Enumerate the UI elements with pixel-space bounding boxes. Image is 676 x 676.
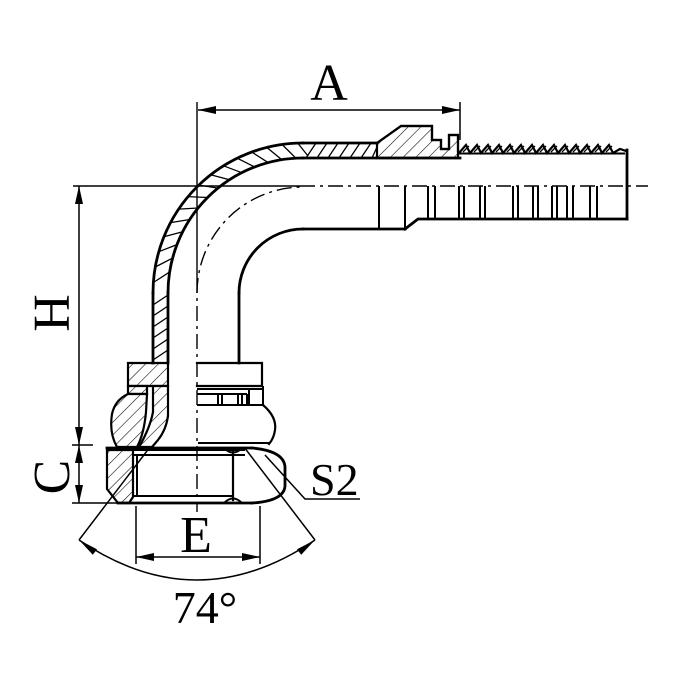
dim-a-lines	[198, 102, 461, 140]
dim-c-label: C	[24, 460, 81, 495]
dimension-h: H	[24, 186, 93, 446]
outer-bend-arc	[151, 141, 305, 295]
inner-bend-arc	[237, 227, 305, 295]
angle-arc	[78, 539, 316, 581]
leg-wall-hatching	[152, 294, 169, 361]
section-hatch-areas	[105, 124, 460, 505]
dim-h-label: H	[24, 294, 81, 332]
tube-flare-section	[137, 384, 170, 449]
ferrule-bell-profile	[261, 403, 277, 446]
ferrule-step-section	[126, 384, 149, 396]
centerline-solid-extensions	[73, 102, 300, 278]
ferrule-serration-band	[197, 386, 264, 406]
centerline-bend-arc	[196, 186, 304, 294]
dim-e-lines	[135, 506, 261, 564]
angle-arrow-right	[297, 540, 315, 555]
dim-h-arrow-bottom	[75, 427, 83, 445]
dim-c-arrow-top	[75, 445, 83, 463]
ferrule-flange-section	[126, 361, 170, 388]
hex-nut	[105, 446, 287, 505]
barb-band-hatching	[462, 145, 613, 153]
ferrule-flange-outline	[195, 361, 264, 388]
barb-serration-profile	[457, 143, 628, 155]
dim-h-arrow-top	[75, 186, 83, 204]
dimension-e: E	[135, 506, 261, 564]
dim-a-label: A	[310, 55, 348, 112]
ferrule-socket	[195, 361, 277, 446]
dim-e-arrow-left	[136, 553, 154, 561]
angle-dimension-74: 74°	[78, 446, 316, 633]
dim-c-arrow-bottom	[75, 485, 83, 503]
barb-groove-lines	[378, 186, 598, 229]
bend-wall-hatching	[153, 142, 309, 284]
dim-e-arrow-right	[242, 553, 260, 561]
ferrule-bell-section	[110, 392, 149, 449]
angle-extension-lines	[78, 446, 316, 541]
s2-leader-line	[264, 454, 360, 500]
crimp-collar-profile	[375, 124, 460, 153]
hose-barb-tail	[378, 143, 629, 231]
dim-e-label: E	[180, 507, 212, 564]
dim-h-lines	[72, 186, 93, 446]
dim-a-arrow-right	[442, 106, 460, 114]
nut-wall-section	[105, 448, 135, 505]
vertical-leg-walls	[151, 291, 241, 365]
dim-a-arrow-left	[198, 106, 216, 114]
elbow-tube-body	[151, 124, 462, 365]
crimp-collar-section	[375, 124, 460, 160]
pipe-wall-hatching	[305, 142, 378, 159]
dimension-c: C	[24, 445, 120, 504]
tail-bottom-profile	[403, 217, 629, 231]
s2-callout: S2	[264, 454, 360, 505]
s2-label: S2	[310, 454, 359, 505]
dimension-a: A	[198, 55, 461, 140]
nut-bore-lines	[132, 455, 233, 497]
bore-bend-arc	[166, 156, 305, 295]
angle-arrow-left	[79, 540, 97, 555]
seat-angle-label: 74°	[173, 582, 237, 633]
nut-seat-washer-lines	[117, 449, 245, 456]
